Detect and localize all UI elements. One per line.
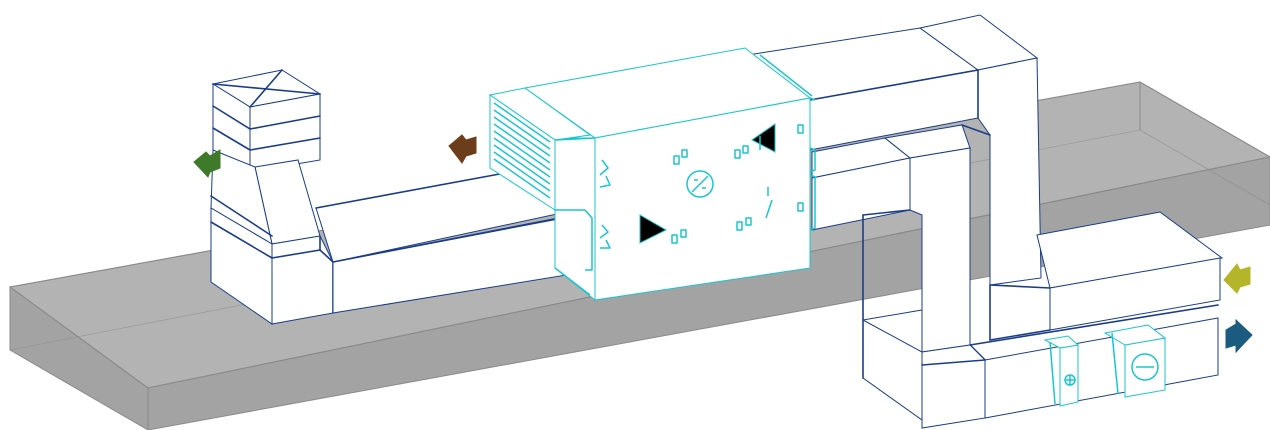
upper-duct-line xyxy=(809,69,979,101)
intake-hood-line xyxy=(249,69,283,108)
cooler-box-top xyxy=(1103,324,1167,346)
ahu-edge xyxy=(554,137,596,141)
filter-icon xyxy=(671,234,678,244)
switch-icon xyxy=(599,175,611,188)
left-duct-front xyxy=(271,235,334,325)
return-trunk-line xyxy=(989,284,1051,289)
louver-slat xyxy=(493,151,551,192)
manifold-box-line xyxy=(921,359,986,366)
horizontal-duct-line xyxy=(315,172,506,209)
louver-slat xyxy=(493,144,551,185)
filter-icon xyxy=(734,149,741,159)
return-trunk-line xyxy=(989,329,1051,341)
louver-slat xyxy=(493,116,551,157)
damper-icon xyxy=(751,123,776,153)
blue-arrow-icon xyxy=(1225,318,1253,354)
intake-hood-line xyxy=(212,105,251,130)
ahu-edge xyxy=(759,54,813,97)
return-trunk-top xyxy=(1036,211,1224,289)
yellow-arrow-icon xyxy=(1223,263,1251,294)
fan-circle-icon xyxy=(686,170,714,198)
flow-arrows xyxy=(193,134,1253,354)
heater-box-edge xyxy=(1049,341,1056,405)
damper-icon xyxy=(639,214,668,244)
filter-icon xyxy=(797,202,804,212)
manifold-box-front xyxy=(921,344,986,429)
filter-icon xyxy=(680,229,687,238)
filter-icon xyxy=(681,149,688,158)
cooler-circle-icon xyxy=(1131,353,1159,381)
horizontal-duct-line xyxy=(332,213,581,263)
intake-hood-line xyxy=(249,115,321,130)
ahu-flange xyxy=(809,147,816,173)
intake-hood-line xyxy=(249,137,321,151)
brown-arrow-icon xyxy=(448,134,477,164)
louver-slat xyxy=(493,123,551,164)
filter-icon xyxy=(797,124,804,134)
floor-edge-line xyxy=(9,286,149,389)
louver-slats xyxy=(493,102,551,199)
return-trunk-front xyxy=(1049,257,1221,331)
ahu-edge xyxy=(554,267,591,296)
ahu-flange xyxy=(809,97,816,101)
filter-icon xyxy=(745,217,752,226)
louver-slat xyxy=(493,130,551,171)
cooler-box-edge xyxy=(1111,332,1119,395)
air-handling-unit xyxy=(488,47,1167,407)
left-duct-line xyxy=(319,249,334,263)
louver-slat xyxy=(493,109,551,150)
switch-icon xyxy=(600,239,611,249)
ahu-flange xyxy=(809,174,816,231)
left-duct-line xyxy=(271,249,321,259)
ahu-edge xyxy=(584,209,593,271)
louver-slat xyxy=(493,158,551,199)
filter-icon xyxy=(673,155,680,165)
manifold-box-line xyxy=(862,209,911,216)
intake-hood-line xyxy=(212,127,251,151)
filter-icon xyxy=(742,145,749,154)
transition-line xyxy=(210,195,273,237)
supply-trunk-line xyxy=(969,304,1219,346)
switch-icon xyxy=(599,224,609,239)
fan-circle-icon xyxy=(691,175,709,193)
switch-icon xyxy=(599,159,609,176)
left-duct-line xyxy=(210,221,273,259)
intake-hood-front xyxy=(249,93,321,173)
supply-trunk-front xyxy=(984,317,1219,419)
switch-icon xyxy=(765,199,773,219)
filter-icon xyxy=(736,221,743,231)
heater-box-top xyxy=(1043,335,1080,349)
louver-slat xyxy=(493,102,551,143)
green-arrow-icon xyxy=(193,149,221,178)
louver-slat xyxy=(493,137,551,178)
ductwork xyxy=(210,14,1224,429)
lower-duct-line xyxy=(961,124,991,136)
floor-inner-line xyxy=(1139,129,1270,206)
